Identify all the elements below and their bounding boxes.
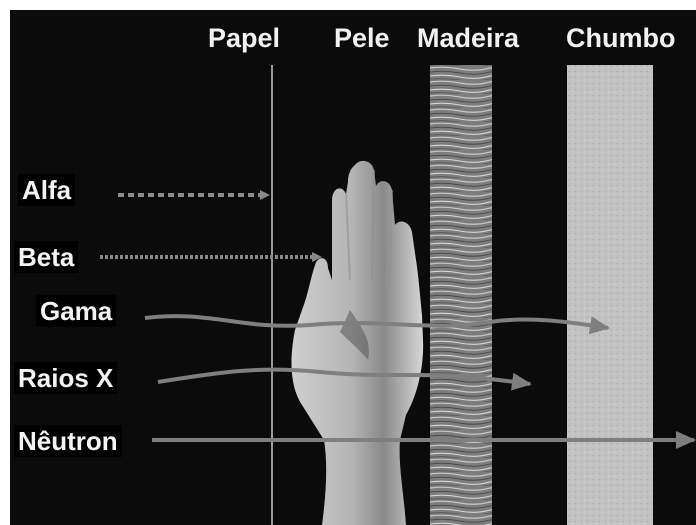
header-skin: Pele [334,22,390,54]
header-wood: Madeira [417,22,519,54]
label-gamma: Gama [36,295,116,327]
header-lead: Chumbo [566,22,675,54]
label-alpha: Alfa [18,174,75,206]
label-xray: Raios X [14,362,117,394]
diagram-background: Papel Pele Madeira Chumbo Alfa Beta Gama… [10,10,696,525]
header-paper: Papel [208,22,280,54]
label-beta: Beta [14,241,78,273]
label-neutron: Nêutron [14,425,122,457]
hand-skin-barrier [291,161,423,525]
wood-barrier [430,65,492,525]
lead-barrier [567,65,653,525]
